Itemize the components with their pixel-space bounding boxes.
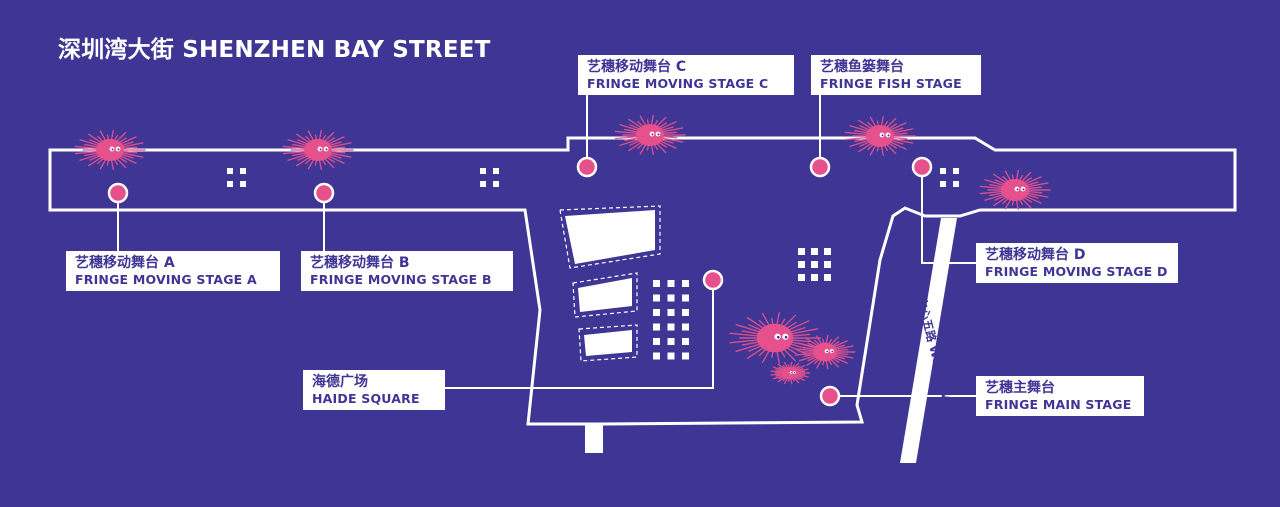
label-haide-square-zh: 海德广场 [312,374,368,390]
fuzzy-creature-icon [282,129,354,171]
dot-grid-square [480,181,486,187]
map-title: 深圳湾大街 SHENZHEN BAY STREET [58,37,491,63]
dot-grid-square [653,309,660,316]
dot-grid-square [227,181,233,187]
dot-grid-square [798,274,805,281]
dot-grid-square [940,181,946,187]
dot-grid-square [667,309,675,316]
dot-grid-square [824,248,831,255]
dot-grid-square [682,323,689,331]
label-stage-a-zh: 艺穗移动舞台 A [75,255,175,271]
label-main-stage-zh: 艺穗主舞台 [985,380,1055,396]
fuzzy-creature-icon [614,114,686,156]
dot-grid-square [824,261,831,268]
label-stage-d[interactable]: 艺穗移动舞台 D FRINGE MOVING STAGE D [976,243,1178,283]
stage-markers [107,156,933,407]
dot-grid-square [653,323,660,331]
dot-grid-square [682,294,689,302]
label-haide-square-en: HAIDE SQUARE [312,391,420,406]
dot-grid-square [493,168,499,174]
dot-grid-square [811,248,818,255]
fuzzy-creature-icon [794,334,856,370]
dot-grid-square [667,352,675,360]
dot-grid-square [667,280,675,287]
dot-grid-square [653,294,660,302]
dot-grid-square [240,181,246,187]
dot-grid-square [240,168,246,174]
label-fish-stage[interactable]: 艺穗鱼篓舞台 FRINGE FISH STAGE [811,55,981,95]
dot-grid-square [682,338,689,345]
fuzzy-creature-icon [74,129,146,171]
dot-grid-square [940,168,946,174]
leader-haide-square [444,280,714,389]
marker-stage-d-icon[interactable] [911,156,933,178]
dot-grid-square [682,352,689,360]
dot-grid-square [480,168,486,174]
dot-grid-square [811,274,818,281]
marker-fish-stage-icon[interactable] [809,156,831,178]
label-main-stage-en: FRINGE MAIN STAGE [985,397,1132,412]
marker-haide-square-icon[interactable] [702,269,724,291]
marker-stage-b-icon[interactable] [313,182,335,204]
marker-stage-a-icon[interactable] [107,182,129,204]
marker-stage-c-icon[interactable] [576,156,598,178]
dot-grid-square [227,168,233,174]
label-stage-b-en: FRINGE MOVING STAGE B [310,272,492,287]
dot-grid-square [653,338,660,345]
dot-grid-square [682,309,689,316]
entrance-stub [585,425,603,453]
fuzzy-creature-icon [770,361,811,385]
label-fish-stage-en: FRINGE FISH STAGE [820,76,962,91]
label-main-stage[interactable]: 艺穗主舞台 FRINGE MAIN STAGE [976,376,1144,416]
fuzzy-creature-icon [729,312,822,364]
wenxin-road [900,218,957,463]
label-haide-square[interactable]: 海德广场 HAIDE SQUARE [303,370,445,410]
dot-grid-square [653,352,660,360]
dot-grid-square [953,168,959,174]
street-outline [48,136,1237,426]
fuzzy-creature-icon [844,115,916,157]
label-stage-a-en: FRINGE MOVING STAGE A [75,272,257,287]
dot-grid-square [811,261,818,268]
label-stage-c-zh: 艺穗移动舞台 C [587,59,687,75]
dot-grid-square [953,181,959,187]
label-stage-c-en: FRINGE MOVING STAGE C [587,76,769,91]
dot-grid-square [798,248,805,255]
dot-grid-square [667,323,675,331]
marker-main-stage-icon[interactable] [819,385,841,407]
dot-grid-square [667,294,675,302]
label-stage-b[interactable]: 艺穗移动舞台 B FRINGE MOVING STAGE B [301,251,513,291]
label-stage-d-en: FRINGE MOVING STAGE D [985,264,1168,279]
creatures [74,114,1051,385]
dot-grid-square [798,261,805,268]
leader-lines [117,92,978,397]
dot-grid-square [493,181,499,187]
dot-grid-square [667,338,675,345]
label-stage-c[interactable]: 艺穗移动舞台 C FRINGE MOVING STAGE C [578,55,794,95]
label-stage-a[interactable]: 艺穗移动舞台 A FRINGE MOVING STAGE A [66,251,280,291]
label-fish-stage-zh: 艺穗鱼篓舞台 [820,59,904,75]
leader-stage-d [921,167,978,264]
fuzzy-creature-icon [979,169,1051,211]
dot-grids [227,168,959,360]
label-stage-d-zh: 艺穗移动舞台 D [985,247,1086,263]
dot-grid-square [682,280,689,287]
dot-grid-square [653,280,660,287]
buildings [559,205,661,362]
label-stage-b-zh: 艺穗移动舞台 B [310,255,410,271]
dot-grid-square [824,274,831,281]
